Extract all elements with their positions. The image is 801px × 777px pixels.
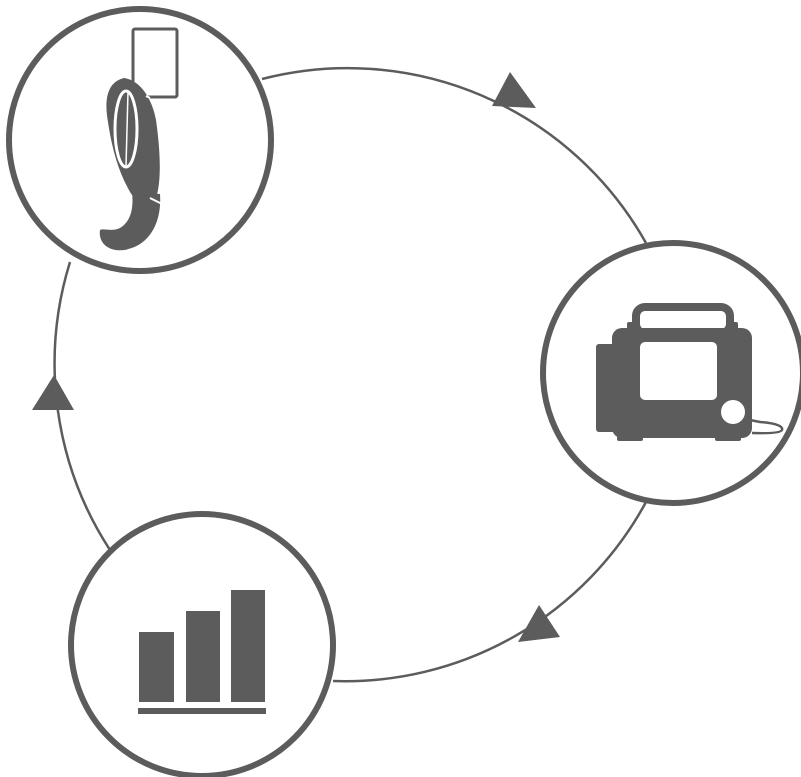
arrowhead-to-monitor [492,72,536,108]
portable-monitor-device-icon [596,303,784,441]
arc-analytics-to-laryngoscope [53,261,112,551]
node-analytics [68,511,336,777]
cycle-arrowheads [32,72,560,642]
cycle-arcs [53,66,648,683]
bar-chart-baseline [138,708,266,714]
video-laryngoscope-icon [99,27,179,251]
arrowhead-to-laryngoscope [32,375,74,410]
arc-laryngoscope-to-monitor [261,66,648,244]
node-laryngoscope [6,6,274,274]
bar-chart-bar-2 [186,611,220,702]
bar-chart-icon [138,590,266,714]
node-monitor [540,240,801,506]
arc-monitor-to-analytics [332,501,648,683]
arrowhead-to-analytics [518,605,560,642]
bar-chart-bar-3 [231,590,265,702]
bar-chart-bar-1 [139,632,174,702]
